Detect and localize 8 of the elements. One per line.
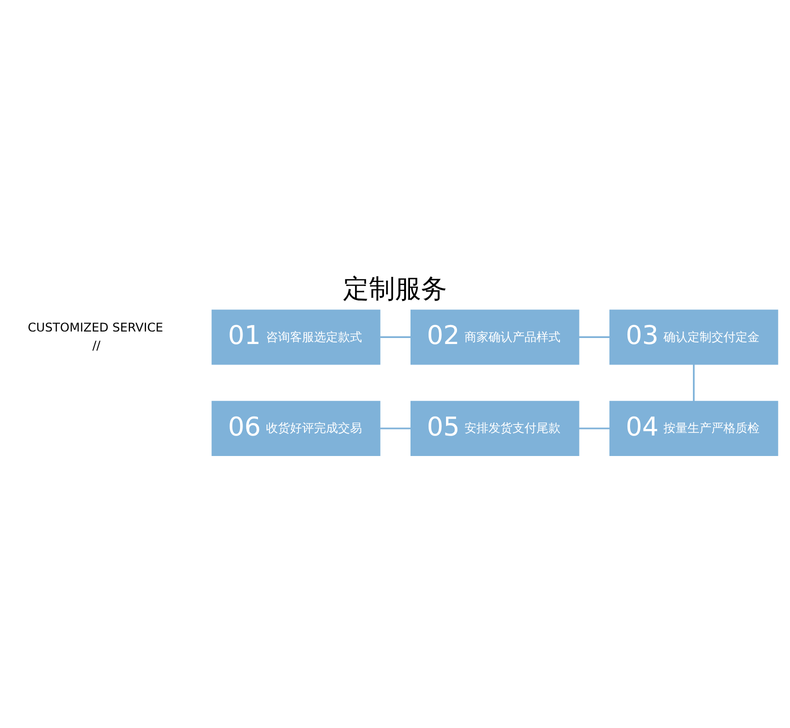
label: CUSTOMIZED SERVICE [28, 320, 164, 334]
label: // [92, 338, 100, 352]
connector [380, 427, 411, 429]
connector [579, 336, 610, 338]
connector [692, 364, 695, 400]
diagram-title: 定制服务 [343, 274, 447, 304]
connector [380, 336, 411, 338]
connector [579, 427, 610, 429]
